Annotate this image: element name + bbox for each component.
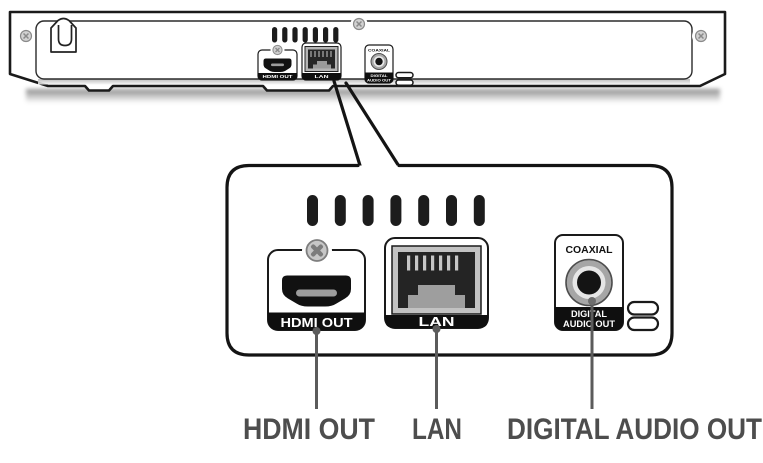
- hdmi-port-large: HDMI OUT: [267, 235, 366, 331]
- coaxial-port-large: COAXIAL DIGITAL AUDIO OUT: [554, 234, 624, 331]
- hdmi-label-small: HDMI OUT: [263, 74, 293, 79]
- hdmi-label-bar-large: [268, 312, 365, 330]
- lan-label-small: LAN: [315, 74, 330, 79]
- lan-label-large: LAN: [419, 315, 455, 329]
- device-rear-panel: HDMI OUT LAN COAXIAL DIGITAL AUDIO OUT: [8, 10, 727, 103]
- wall-mount-slot: [50, 17, 77, 53]
- digital-audio-bar-large: [555, 307, 623, 330]
- screw-top-center: [350, 15, 368, 33]
- vent-slots-large: [307, 195, 485, 226]
- callout-line-right: [344, 81, 401, 168]
- device-shadow: [26, 89, 720, 103]
- side-slots-large: [626, 300, 660, 332]
- hdmi-screw-small: [275, 47, 280, 53]
- digital-audio-line2-small: AUDIO OUT: [367, 77, 392, 82]
- callout-line-left: [332, 79, 362, 168]
- leader-lines: [312, 297, 596, 409]
- lan-latch-large: [408, 285, 465, 308]
- screw-right: [692, 27, 710, 45]
- coaxial-label-large: COAXIAL: [566, 245, 613, 256]
- lan-latch-small: [313, 61, 331, 69]
- leader-dots: [312, 297, 596, 335]
- lan-pins-large: [407, 255, 459, 271]
- hdmi-port-small: HDMI OUT: [257, 43, 298, 81]
- caption-digital-audio-out: DIGITAL AUDIO OUT: [507, 413, 762, 446]
- lan-label-bar-small: [302, 73, 341, 80]
- digital-audio-line2-large: AUDIO OUT: [563, 319, 615, 330]
- hdmi-label-bar-small: [258, 73, 297, 80]
- callout-box: HDMI OUT LAN COAXIAL: [225, 163, 674, 357]
- caption-lan: LAN: [412, 413, 462, 446]
- side-slots-small: [395, 71, 414, 86]
- hdmi-screw-large: [310, 244, 324, 257]
- digital-audio-line1-large: DIGITAL: [571, 309, 607, 320]
- lan-label-bar-large: [385, 315, 488, 328]
- coaxial-label-small: COAXIAL: [368, 48, 391, 53]
- digital-audio-line1-small: DIGITAL: [371, 73, 389, 78]
- lan-port-large: LAN: [384, 237, 489, 329]
- digital-audio-bar-small: [365, 72, 393, 83]
- captions: HDMI OUT LAN DIGITAL AUDIO OUT: [243, 413, 762, 446]
- lan-pins-small: [310, 51, 332, 57]
- hdmi-label-large: HDMI OUT: [281, 316, 353, 330]
- screw-left: [19, 29, 33, 43]
- coaxial-port-small: COAXIAL DIGITAL AUDIO OUT: [364, 44, 394, 84]
- callout-wedge-lines: [332, 79, 401, 168]
- caption-hdmi-out: HDMI OUT: [243, 413, 375, 446]
- device-bottom-shading: [38, 79, 690, 85]
- vent-slots-small: [272, 27, 339, 43]
- lan-port-small: LAN: [301, 42, 342, 81]
